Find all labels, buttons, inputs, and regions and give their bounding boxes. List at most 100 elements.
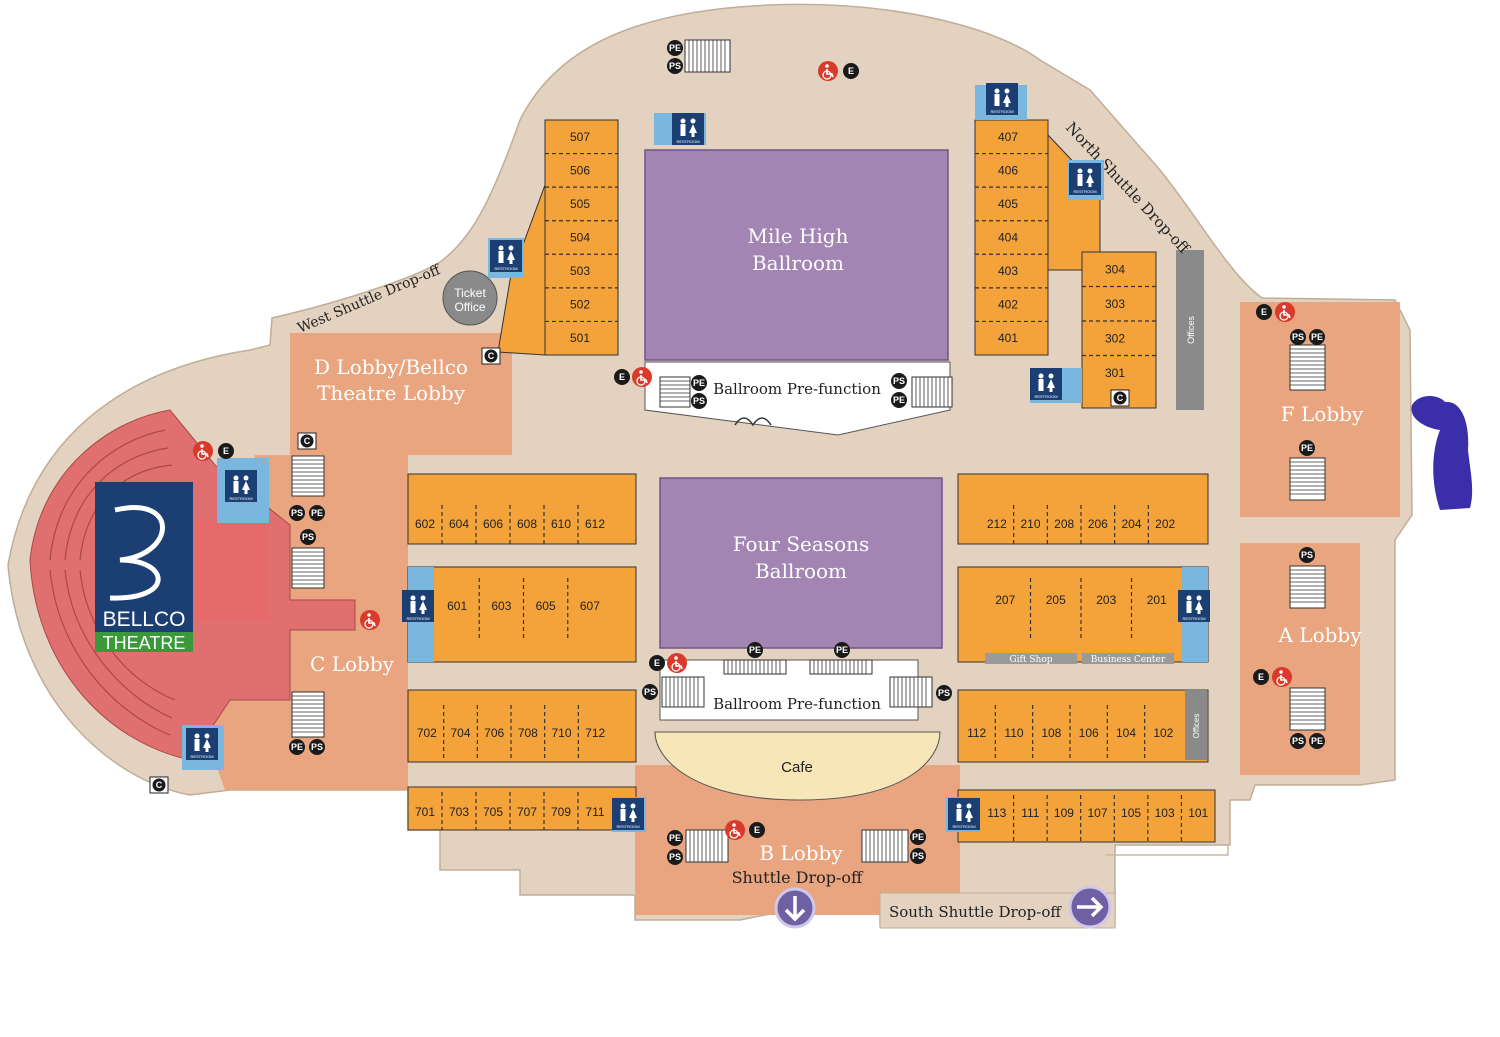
room-504[interactable]: 504 — [570, 231, 590, 245]
room-207[interactable]: 207 — [995, 593, 1015, 607]
room-107[interactable]: 107 — [1087, 806, 1107, 820]
room-405[interactable]: 405 — [998, 197, 1018, 211]
business-center[interactable] — [1082, 653, 1174, 664]
room-201[interactable]: 201 — [1147, 593, 1167, 607]
mile-high-ballroom[interactable] — [644, 149, 949, 361]
room-103[interactable]: 103 — [1155, 806, 1175, 820]
c-lobby-label: C Lobby — [310, 652, 395, 676]
room-712[interactable]: 712 — [585, 726, 605, 740]
room-507[interactable]: 507 — [570, 130, 590, 144]
restroom-100-icon[interactable]: RESTROOM — [948, 798, 980, 830]
four-seasons-ballroom[interactable] — [659, 477, 943, 649]
room-101[interactable]: 101 — [1188, 806, 1208, 820]
room-404[interactable]: 404 — [998, 231, 1018, 245]
room-506[interactable]: 506 — [570, 163, 590, 177]
room-505[interactable]: 505 — [570, 197, 590, 211]
room-204[interactable]: 204 — [1121, 517, 1141, 531]
room-113[interactable]: 113 — [987, 806, 1006, 820]
room-110[interactable]: 110 — [1004, 726, 1023, 740]
restroom-600-icon[interactable]: RESTROOM — [402, 590, 434, 622]
room-105[interactable]: 105 — [1121, 806, 1141, 820]
room-612[interactable]: 612 — [585, 517, 605, 531]
room-703[interactable]: 703 — [449, 805, 469, 819]
restroom-700-icon[interactable]: RESTROOM — [612, 798, 644, 830]
business-center-label: Business Center — [1091, 655, 1166, 665]
room-109[interactable]: 109 — [1054, 806, 1074, 820]
room-205[interactable]: 205 — [1046, 593, 1066, 607]
room-607[interactable]: 607 — [580, 599, 600, 613]
room-605[interactable]: 605 — [536, 599, 556, 613]
restroom-theatre-icon[interactable]: RESTROOM — [225, 470, 257, 502]
building-edge-line — [1105, 845, 1229, 856]
b-lobby-arrow-icon[interactable] — [774, 887, 816, 929]
room-111[interactable]: 111 — [1021, 806, 1040, 820]
room-707[interactable]: 707 — [517, 805, 537, 819]
offices-north[interactable] — [1176, 250, 1204, 410]
gift-shop[interactable] — [985, 653, 1077, 664]
room-602[interactable]: 602 — [415, 517, 435, 531]
room-403[interactable]: 403 — [998, 264, 1018, 278]
room-301[interactable]: 301 — [1105, 366, 1125, 380]
svg-text:PE: PE — [291, 742, 303, 752]
room-702[interactable]: 702 — [417, 726, 437, 740]
offices-south[interactable] — [1185, 690, 1207, 760]
room-604[interactable]: 604 — [449, 517, 469, 531]
restroom-north-icon[interactable]: RESTROOM — [672, 113, 704, 145]
room-406[interactable]: 406 — [998, 163, 1018, 177]
room-503[interactable]: 503 — [570, 264, 590, 278]
room-710[interactable]: 710 — [551, 726, 571, 740]
elevator-mile-high-icon: E — [614, 369, 630, 385]
room-601[interactable]: 601 — [447, 599, 467, 613]
cafe[interactable] — [654, 731, 941, 801]
room-304[interactable]: 304 — [1105, 262, 1125, 276]
room-701[interactable]: 701 — [415, 805, 435, 819]
room-212[interactable]: 212 — [987, 517, 1007, 531]
restroom-300-icon[interactable]: RESTROOM — [1030, 368, 1062, 400]
svg-text:PS: PS — [669, 61, 681, 71]
room-102[interactable]: 102 — [1153, 726, 1173, 740]
room-302[interactable]: 302 — [1105, 331, 1125, 345]
room-708[interactable]: 708 — [518, 726, 538, 740]
room-603[interactable]: 603 — [491, 599, 511, 613]
room-303[interactable]: 303 — [1105, 297, 1125, 311]
ticket-office[interactable] — [442, 270, 498, 326]
restroom-407-icon[interactable]: RESTROOM — [986, 83, 1018, 115]
room-203[interactable]: 203 — [1096, 593, 1116, 607]
room-210[interactable]: 210 — [1020, 517, 1040, 531]
escalator-mile-high-west — [659, 376, 691, 408]
room-606[interactable]: 606 — [483, 517, 503, 531]
room-206[interactable]: 206 — [1088, 517, 1108, 531]
room-502[interactable]: 502 — [570, 298, 590, 312]
svg-text:E: E — [754, 825, 760, 835]
accessible-f-lobby-icon — [1275, 302, 1295, 322]
room-104[interactable]: 104 — [1116, 726, 1136, 740]
room-704[interactable]: 704 — [450, 726, 470, 740]
room-711[interactable]: 711 — [585, 805, 604, 819]
room-706[interactable]: 706 — [484, 726, 504, 740]
room-106[interactable]: 106 — [1079, 726, 1099, 740]
room-608[interactable]: 608 — [517, 517, 537, 531]
room-610[interactable]: 610 — [551, 517, 571, 531]
restroom-200-icon[interactable]: RESTROOM — [1178, 590, 1210, 622]
restroom-500-icon[interactable]: RESTROOM — [490, 240, 522, 272]
escalator-c-lobby-top — [291, 455, 325, 497]
pe-badge: PE — [910, 829, 926, 845]
room-407[interactable]: 407 — [998, 130, 1018, 144]
svg-text:PE: PE — [749, 645, 761, 655]
room-108[interactable]: 108 — [1041, 726, 1061, 740]
room-501[interactable]: 501 — [570, 331, 590, 345]
cafe-label: Cafe — [781, 759, 813, 776]
room-401[interactable]: 401 — [998, 331, 1018, 345]
room-112[interactable]: 112 — [967, 726, 986, 740]
room-709[interactable]: 709 — [551, 805, 571, 819]
restroom-northeast-icon[interactable]: RESTROOM — [1069, 163, 1101, 195]
room-402[interactable]: 402 — [998, 298, 1018, 312]
room-705[interactable]: 705 — [483, 805, 503, 819]
pe-badge: PE — [309, 505, 325, 521]
restroom-theatre-south-icon[interactable]: RESTROOM — [186, 728, 218, 760]
room-208[interactable]: 208 — [1054, 517, 1074, 531]
pe-badge: PE — [667, 830, 683, 846]
south-shuttle-arrow-icon[interactable] — [1068, 885, 1112, 929]
svg-text:RESTROOM: RESTROOM — [616, 824, 639, 829]
room-202[interactable]: 202 — [1155, 517, 1175, 531]
